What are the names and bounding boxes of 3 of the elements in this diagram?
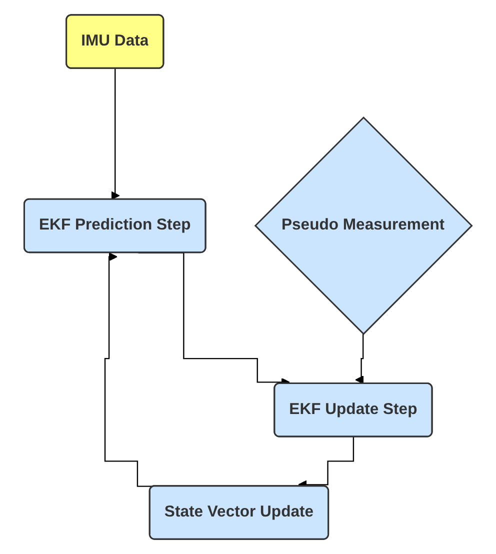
arrow [111, 68, 120, 200]
node-diamond: Pseudo Measurement [254, 116, 473, 335]
arrow [355, 333, 364, 384]
